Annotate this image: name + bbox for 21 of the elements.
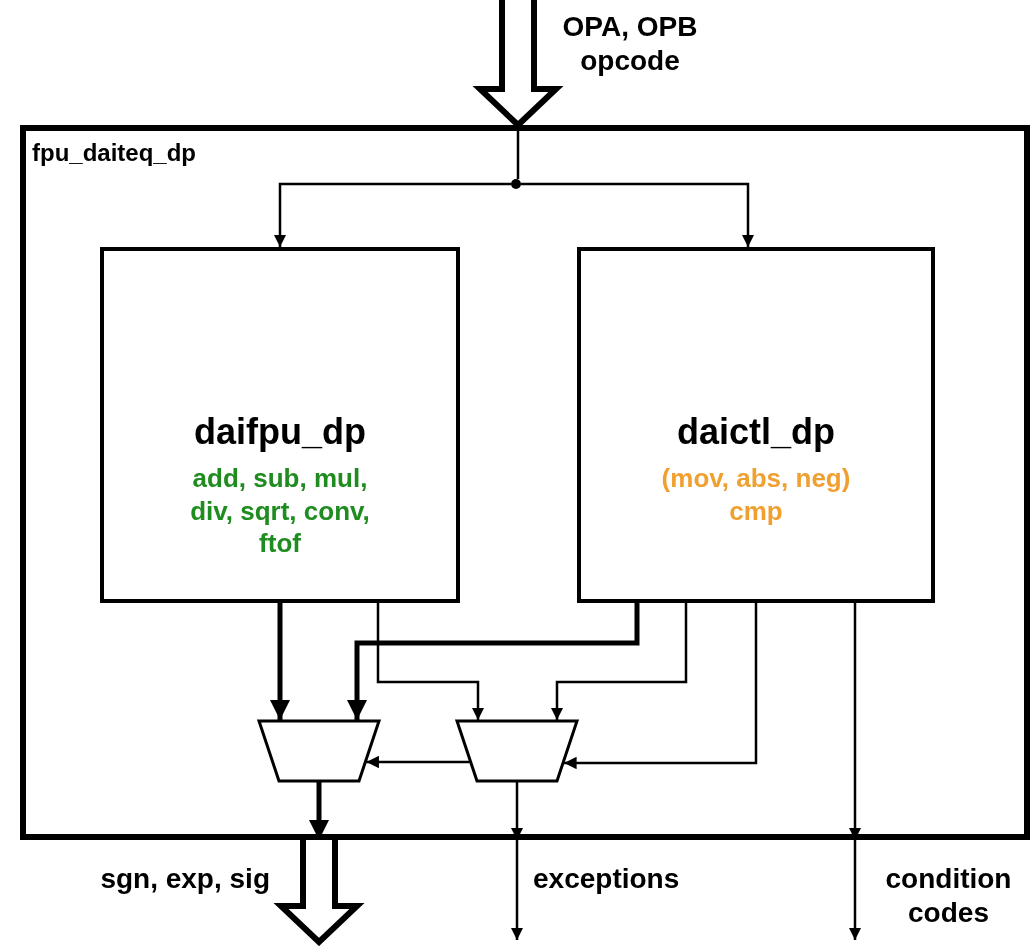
- operation-list: add, sub, mul, div, sqrt, conv, ftof: [177, 462, 383, 560]
- submodule-box: [577, 247, 935, 603]
- arrow: [550, 603, 688, 720]
- module-title: fpu_daiteq_dp: [32, 138, 196, 168]
- arrow: [270, 603, 290, 720]
- arrow: [510, 840, 524, 940]
- submodule-title: daifpu_dp: [194, 410, 366, 454]
- arrow: [366, 755, 470, 769]
- module-frame: [20, 125, 1030, 840]
- arrow: [521, 182, 755, 247]
- submodule-box: [100, 247, 460, 603]
- operation-list: (mov, abs, neg) cmp: [653, 462, 859, 527]
- arrow: [564, 603, 758, 770]
- arrow: [273, 182, 511, 247]
- bus-arrow: [273, 837, 365, 946]
- submodule-title: daictl_dp: [677, 410, 835, 454]
- arrow: [376, 603, 485, 720]
- arrow: [347, 603, 640, 720]
- multiplexer-symbol: [258, 720, 380, 782]
- arrow: [848, 840, 862, 940]
- multiplexer-symbol: [456, 720, 578, 782]
